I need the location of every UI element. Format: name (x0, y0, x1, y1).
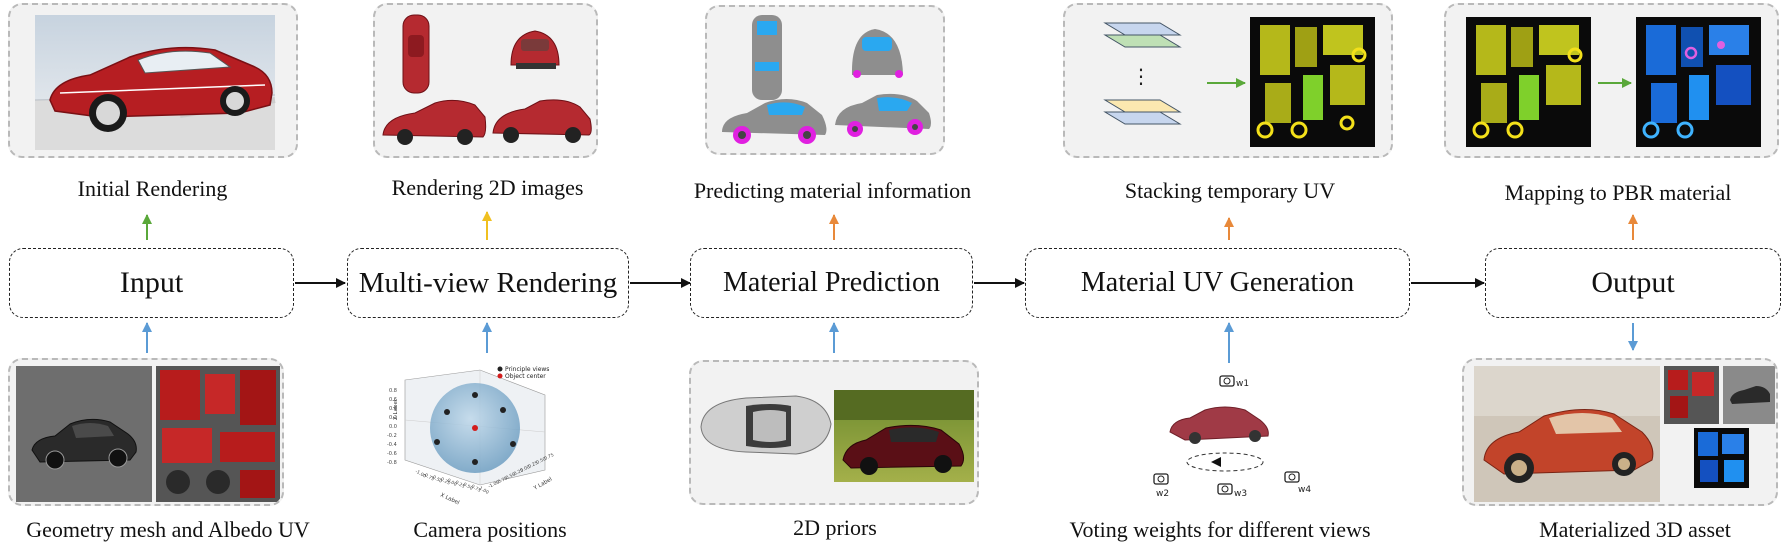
caption-initial-rendering: Initial Rendering (77, 176, 228, 201)
caption-predicting-material: Predicting material information (693, 178, 972, 203)
z-tick: 0.8 (389, 388, 397, 394)
y-axis-label: Y Label (532, 476, 554, 492)
principle-view-point (472, 459, 478, 465)
caption-mapping-pbr: Mapping to PBR material (1504, 180, 1732, 205)
principle-view-point (434, 439, 440, 445)
camera-icon-w1: w1 (1219, 375, 1249, 389)
z-tick: -0.2 (387, 433, 397, 439)
caption-rendering-2d: Rendering 2D images (391, 175, 584, 200)
y-tick: -0.25 (511, 467, 524, 477)
caption-2d-priors: 2D priors (793, 515, 877, 540)
vote-label-w1: w1 (1236, 379, 1249, 389)
z-tick: 0.6 (389, 397, 397, 403)
x-tick-labels: -1.00 -0.75 -0.50 -0.25 0.00 0.25 0.50 0… (414, 469, 490, 496)
materialized-asset-panel (1462, 358, 1778, 506)
z-tick: 0.0 (389, 424, 397, 430)
vote-label-w4: w4 (1298, 485, 1311, 495)
svg-text:⋮: ⋮ (1131, 64, 1151, 88)
material-prediction-images (722, 15, 931, 144)
z-tick: 0.4 (389, 406, 397, 412)
multiview-car-images (382, 14, 592, 145)
y-tick: -1.00 (487, 479, 500, 489)
x-tick: 1.00 (478, 486, 490, 496)
legend-marker-center (497, 373, 503, 379)
principle-view-point (444, 409, 450, 415)
z-tick: -0.6 (387, 451, 397, 457)
z-tick: 0.2 (389, 415, 397, 421)
vote-label-w3: w3 (1234, 489, 1247, 499)
caption-stacking-uv: Stacking temporary UV (1124, 178, 1336, 203)
geometry-mesh-panel (8, 358, 284, 506)
y-tick: 0.75 (543, 452, 555, 462)
x-tick: 0.50 (462, 482, 474, 492)
camera-icon-w4: w4 (1284, 471, 1311, 495)
y-tick: 0.50 (535, 456, 547, 466)
x-axis-label: X Label (439, 492, 460, 506)
y-tick: -0.50 (503, 471, 516, 481)
stage-material-uv-generation: Material UV Generation (1025, 248, 1410, 318)
x-tick: -0.75 (422, 472, 435, 483)
principle-view-point (510, 441, 516, 447)
stage-multiview-rendering: Multi-view Rendering (347, 248, 629, 318)
y-tick: 0.25 (527, 460, 539, 470)
caption-geometry-mesh: Geometry mesh and Albedo UV (26, 517, 310, 542)
vertical-arrows (142, 211, 1638, 363)
priors-2d-panel (689, 360, 979, 505)
stacking-uv-panel: ⋮ (1063, 3, 1393, 158)
materialized-asset-images (1474, 366, 1775, 502)
principle-view-point (500, 407, 506, 413)
pbr-mapping-images (1466, 17, 1761, 147)
camera-icon-w2: w2 (1153, 473, 1169, 499)
initial-rendering-panel (8, 3, 298, 158)
prior-car-images (700, 390, 974, 482)
mapping-pbr-panel (1444, 3, 1779, 158)
z-tick: -0.8 (387, 460, 397, 466)
y-tick-labels: -1.00 -0.75 -0.50 -0.25 0.00 0.25 0.50 0… (487, 452, 555, 490)
caption-voting-weights: Voting weights for different views (1069, 517, 1371, 542)
x-tick: -1.00 (414, 469, 427, 480)
legend-marker-principle (497, 366, 503, 372)
stacked-uv-layers: ⋮ (1103, 17, 1375, 147)
caption-camera-positions: Camera positions (413, 517, 567, 542)
vote-label-w2: w2 (1156, 489, 1169, 499)
y-tick: 0.00 (519, 464, 531, 474)
caption-materialized-asset: Materialized 3D asset (1539, 517, 1731, 542)
initial-render-image (34, 15, 276, 150)
predicting-material-panel (705, 5, 945, 155)
x-tick: 0.25 (454, 480, 466, 490)
stage-input: Input (9, 248, 294, 318)
voting-weights-figure: w1 w2 w3 w4 (1140, 370, 1315, 505)
z-tick-labels: 0.8 0.6 0.4 0.2 0.0 -0.2 -0.4 -0.6 -0.8 (387, 388, 397, 466)
x-tick: 0.75 (470, 484, 482, 494)
object-center-point (472, 425, 478, 431)
legend-principle-views: Principle views (505, 366, 549, 373)
x-tick: 0.00 (446, 478, 458, 488)
camera-positions-plot: Principle views Object center 0.8 0.6 0.… (385, 350, 585, 510)
camera-icon-w3: w3 (1217, 483, 1247, 499)
x-tick: -0.25 (438, 476, 451, 487)
stage-output: Output (1485, 248, 1781, 318)
rendering-2d-panel (373, 3, 598, 158)
z-tick: -0.4 (387, 442, 397, 448)
x-tick: -0.50 (430, 474, 443, 485)
mesh-and-albedo-images (16, 366, 280, 502)
z-axis-label: Z Label (393, 399, 399, 420)
stage-material-prediction: Material Prediction (690, 248, 973, 318)
y-tick: -0.75 (495, 475, 508, 485)
legend-object-center: Object center (505, 373, 546, 380)
principle-view-point (472, 392, 478, 398)
